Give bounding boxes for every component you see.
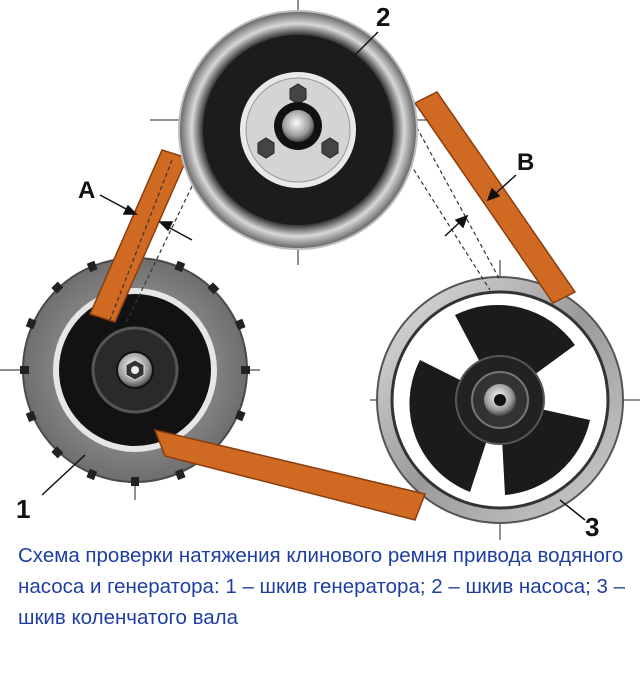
label-pulley-1: 1 [16, 494, 30, 524]
arrow-b [444, 174, 517, 237]
crankshaft-pulley [376, 276, 624, 524]
label-b: B [517, 149, 534, 176]
label-pulley-2: 2 [376, 2, 390, 32]
label-pulley-3: 3 [585, 512, 599, 540]
label-a: A [78, 177, 95, 204]
figure-caption: Схема проверки натяжения клинового ремня… [18, 544, 626, 629]
pump-hub-bolts [257, 83, 339, 159]
generator-pulley [20, 254, 250, 486]
arrow-a [99, 194, 193, 241]
pump-pulley [178, 10, 418, 250]
leader-lines [41, 31, 586, 521]
belt-drive-diagram: 1 2 3 A B [0, 0, 640, 540]
